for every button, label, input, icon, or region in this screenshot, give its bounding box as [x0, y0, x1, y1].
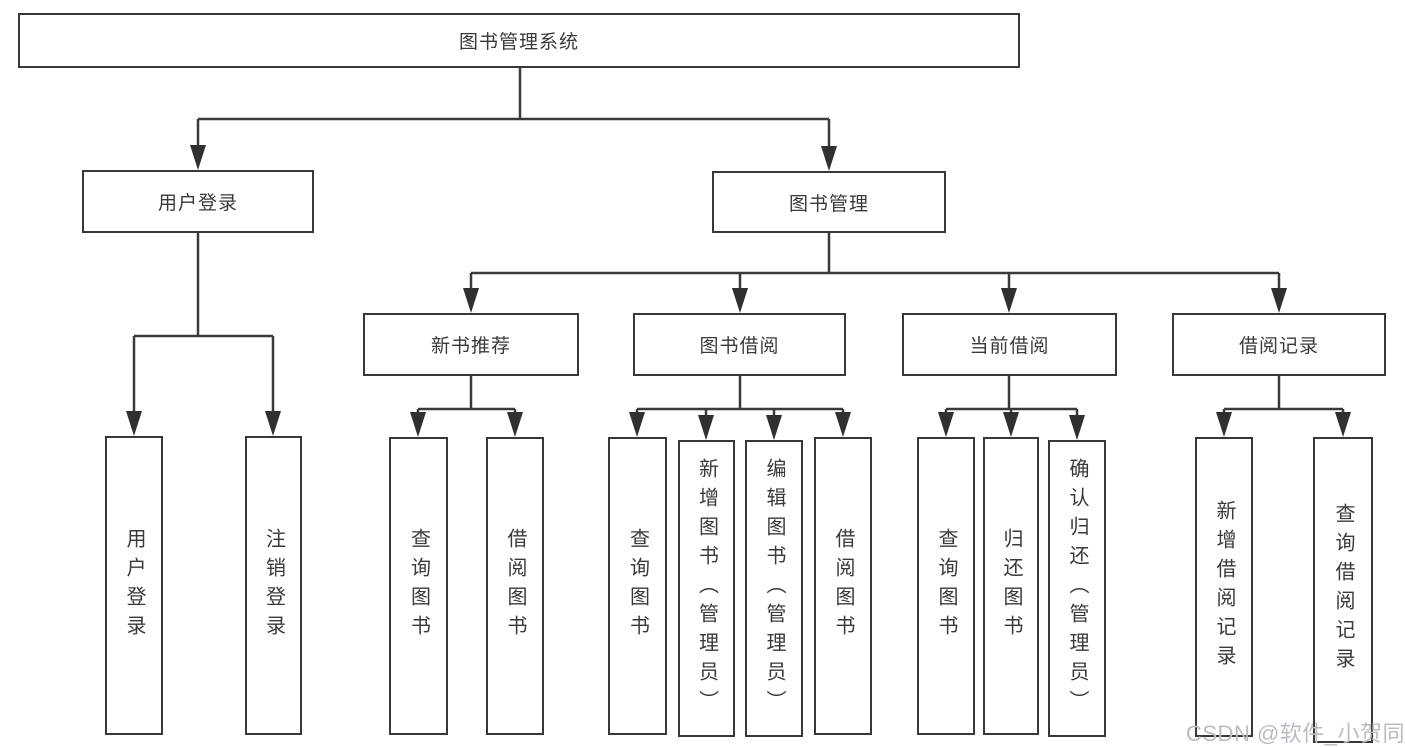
leaf-user-login: 用户登录 — [105, 436, 163, 735]
node-label: 图书管理系统 — [458, 32, 579, 53]
node-label: 图书管理 — [788, 193, 869, 215]
csdn-watermark: CSDN @软件_小贺同学 — [1186, 721, 1405, 746]
leaf-return-books: 归还图书 — [983, 437, 1039, 735]
arrowheads — [126, 145, 1351, 440]
node-label: 新增借阅记录 — [1213, 500, 1235, 674]
node-borrow-records: 借阅记录 — [1172, 313, 1386, 376]
node-current-borrow: 当前借阅 — [902, 313, 1117, 376]
leaf-edit-book-admin: 编辑图书（管理员） — [745, 440, 803, 737]
node-book-borrow: 图书借阅 — [633, 313, 846, 376]
node-label: 查询图书 — [626, 528, 649, 644]
node-label: 用户登录 — [123, 527, 145, 644]
node-label: 查询借阅记录 — [1332, 503, 1354, 677]
leaf-query-books-recommend: 查询图书 — [389, 437, 448, 735]
leaf-logout: 注销登录 — [245, 436, 302, 735]
node-label: 确认归还（管理员） — [1066, 458, 1088, 719]
leaf-query-books-borrow: 查询图书 — [608, 437, 667, 735]
leaf-query-books-current: 查询图书 — [917, 437, 975, 735]
node-label: 查询图书 — [935, 528, 957, 644]
leaf-borrow-books-recommend: 借阅图书 — [486, 437, 544, 735]
node-library-system: 图书管理系统 — [18, 13, 1020, 68]
node-new-book-recommend: 新书推荐 — [363, 313, 579, 376]
node-label: 借阅图书 — [832, 528, 854, 644]
node-label: 编辑图书（管理员） — [763, 458, 785, 719]
node-label: 归还图书 — [1000, 528, 1022, 644]
leaf-add-book-admin: 新增图书（管理员） — [678, 440, 735, 737]
node-user-login: 用户登录 — [82, 170, 314, 233]
node-label: 当前借阅 — [969, 336, 1050, 357]
node-label: 借阅记录 — [1238, 336, 1319, 357]
leaf-query-borrow-record: 查询借阅记录 — [1313, 437, 1373, 743]
leaf-confirm-return-admin: 确认归还（管理员） — [1048, 440, 1106, 737]
node-label: 查询图书 — [407, 528, 430, 644]
node-label: 注销登录 — [262, 527, 285, 644]
node-label: 新增图书（管理员） — [695, 458, 718, 719]
leaf-add-borrow-record: 新增借阅记录 — [1195, 437, 1253, 737]
node-label: 用户登录 — [157, 193, 238, 214]
node-label: 图书借阅 — [699, 336, 780, 357]
node-label: 新书推荐 — [430, 336, 511, 357]
leaf-borrow-books: 借阅图书 — [814, 437, 872, 735]
node-book-management: 图书管理 — [712, 171, 946, 233]
node-label: 借阅图书 — [504, 528, 526, 644]
